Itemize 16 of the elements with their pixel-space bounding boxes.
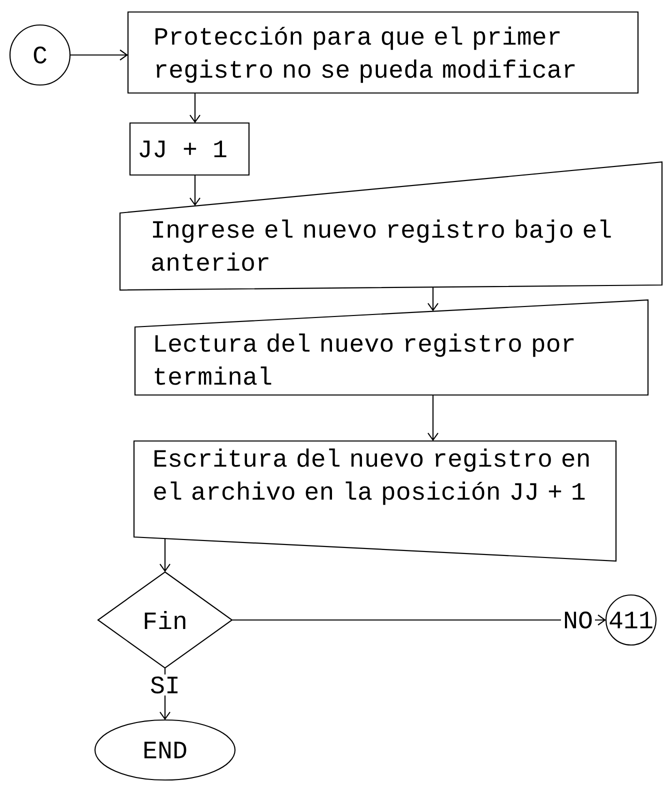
circle-connector: C	[9, 24, 71, 86]
arrow	[428, 287, 438, 312]
process-box: JJ + 1	[129, 122, 250, 176]
arrow	[190, 93, 200, 123]
arrow	[70, 50, 128, 60]
output-box: Escritura del nuevo registro en el archivo en la posición JJ + 1	[133, 440, 617, 562]
manual-input-box: Ingrese el nuevo registro bajo el anterior	[119, 161, 663, 291]
edge-label: NO	[561, 610, 595, 630]
process-box: Protección para que el primer registro no se pueda modificar	[127, 11, 639, 94]
arrow	[428, 395, 438, 441]
arrow	[232, 614, 606, 626]
arrow	[190, 175, 200, 206]
circle-connector: 411	[605, 594, 657, 646]
arrow	[160, 538, 170, 572]
manual-input-box: Lectura del nuevo registro por terminal	[134, 299, 649, 396]
edge-label: SI	[148, 674, 182, 696]
